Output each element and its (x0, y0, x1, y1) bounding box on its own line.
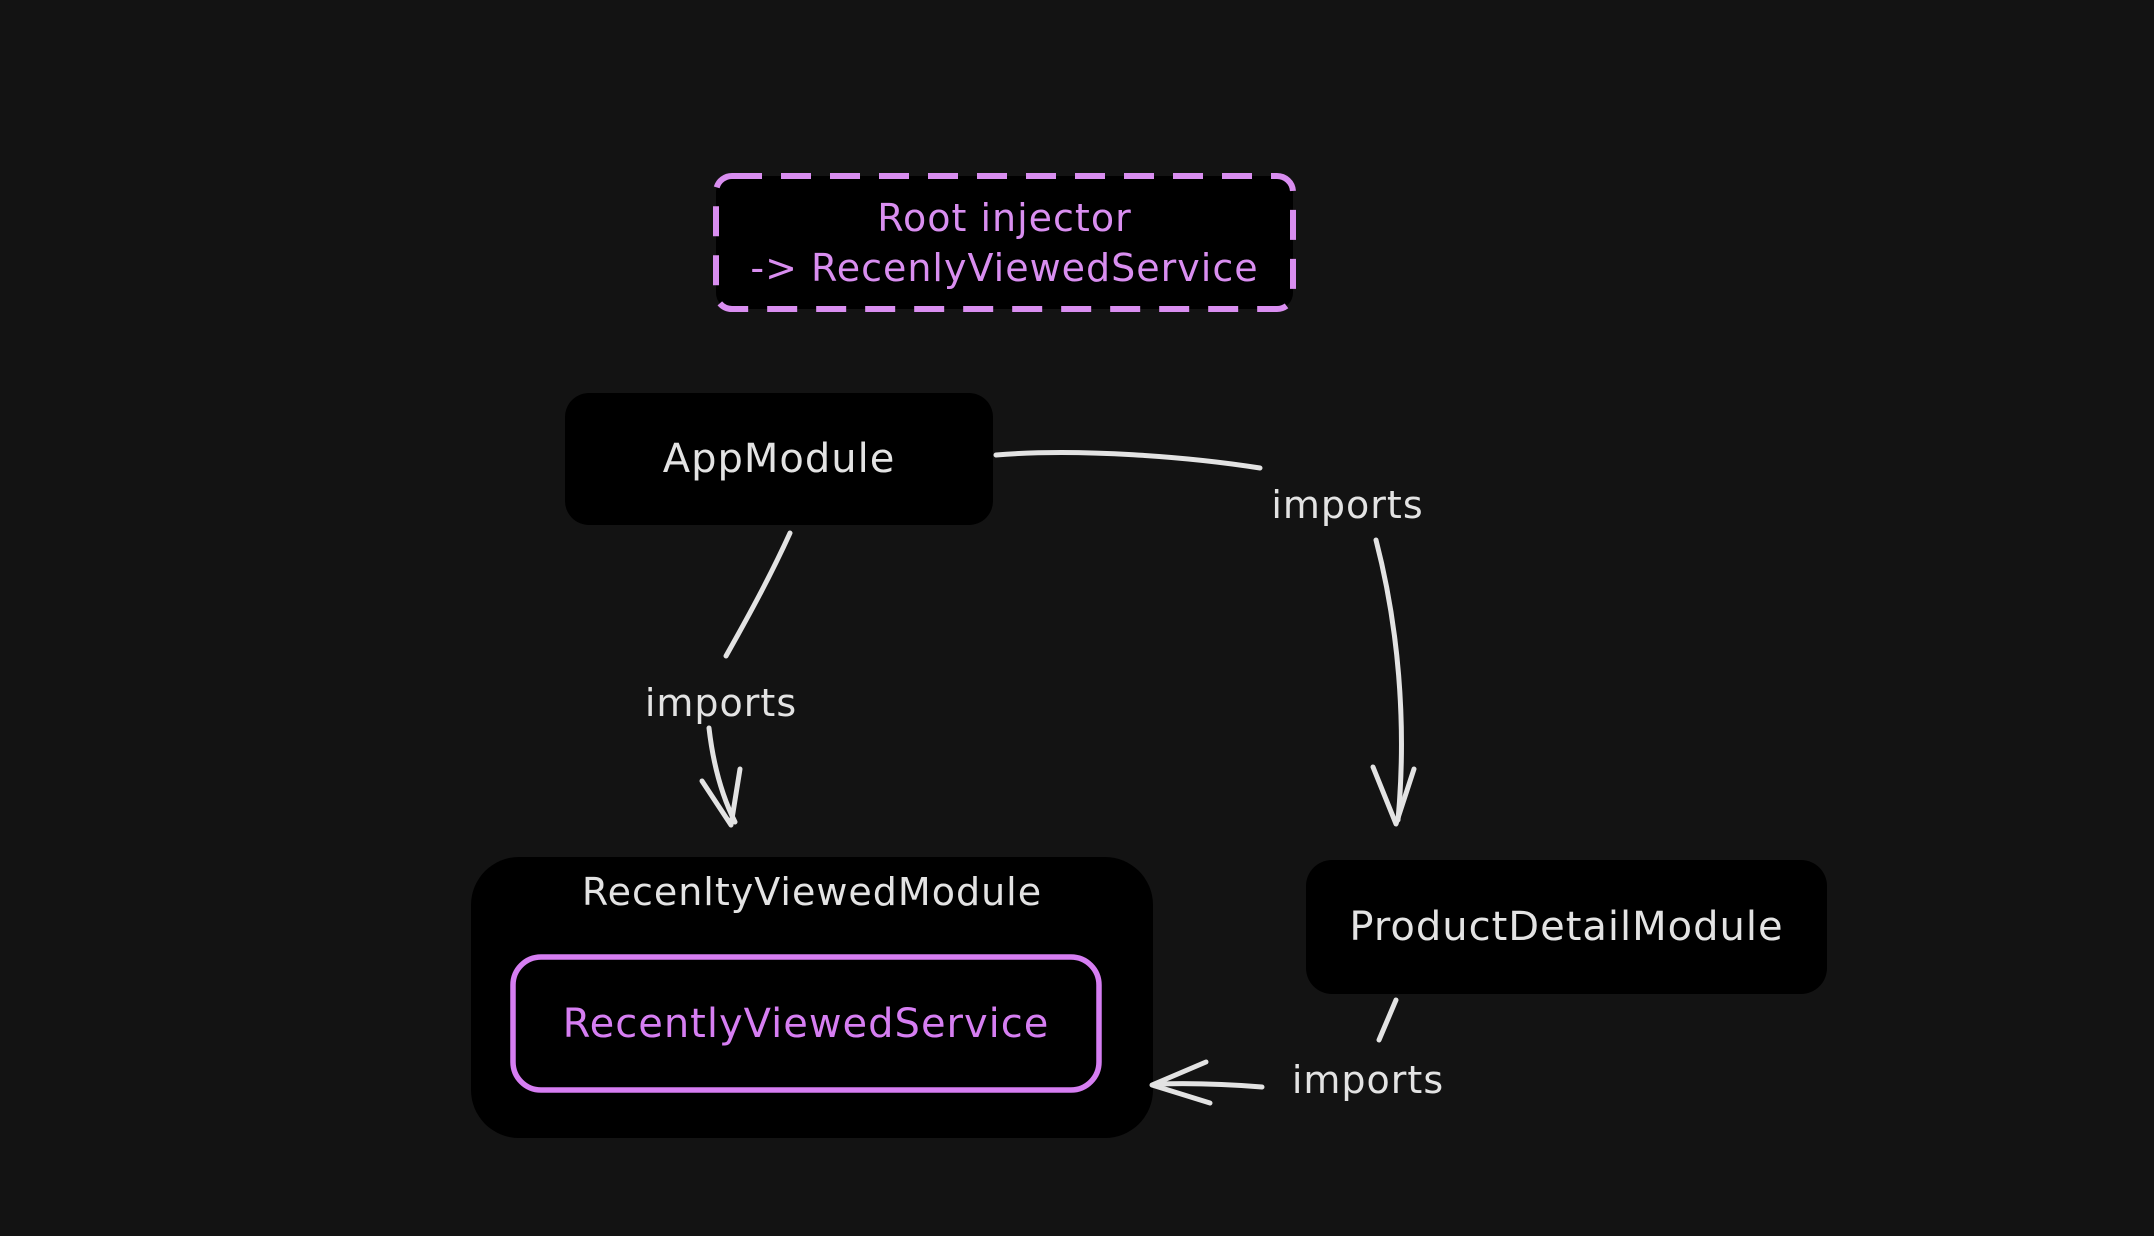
recently-viewed-service-label: RecentlyViewedService (562, 1000, 1050, 1047)
recently-viewed-service-node: RecentlyViewedService (513, 957, 1099, 1090)
product-detail-module-node: ProductDetailModule (1306, 860, 1827, 994)
recently-viewed-module-label: RecenltyViewedModule (581, 870, 1043, 914)
imports-label-text: imports (1271, 483, 1424, 527)
root-injector-note-line2: -> RecenlyViewedService (750, 245, 1259, 290)
imports-label-text: imports (644, 681, 798, 725)
root-injector-note: Root injector -> RecenlyViewedService (716, 176, 1293, 309)
imports-label-text: imports (1291, 1058, 1445, 1102)
product-detail-module-label: ProductDetailModule (1349, 904, 1784, 950)
imports-label-app-to-recently: imports (641, 679, 801, 727)
root-injector-note-line1: Root injector (877, 195, 1132, 240)
recently-viewed-module-node: RecenltyViewedModule (471, 862, 1153, 922)
app-module-node: AppModule (565, 393, 993, 525)
app-module-label: AppModule (662, 436, 896, 482)
imports-label-app-to-product: imports (1265, 481, 1430, 529)
imports-label-product-to-recently: imports (1288, 1056, 1448, 1104)
